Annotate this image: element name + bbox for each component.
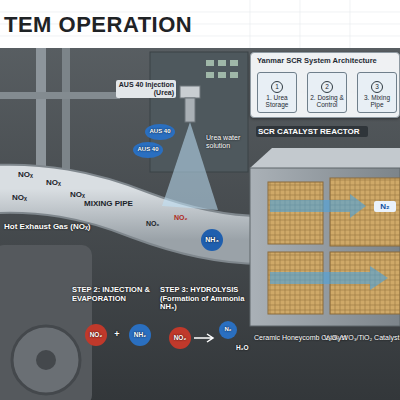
reaction-arrow — [194, 334, 213, 342]
part-label: NO₂ — [84, 331, 108, 338]
step-label: 2. Dosing & Control — [309, 94, 345, 109]
part-label: NOₓ — [146, 220, 170, 228]
part-label: NOₓ — [18, 170, 42, 179]
urea-droplet — [133, 142, 163, 158]
part-label: NH₂ — [128, 331, 152, 338]
no2-molecule — [85, 324, 107, 346]
step-label: 1. Urea Storage — [259, 94, 295, 109]
part-label: Urea water solution — [206, 134, 248, 150]
step-number: 2 — [321, 81, 333, 93]
wall-pipe — [0, 92, 120, 99]
injector-body — [185, 98, 195, 122]
part-label: Ceramic Honeycomb Catalyst — [254, 334, 320, 342]
process-box: 11. Urea Storage — [257, 72, 297, 113]
catalyst-block — [268, 182, 323, 244]
scr-reactor — [250, 168, 400, 326]
engine-hub — [36, 350, 56, 370]
reactor-top — [250, 148, 400, 168]
part-label: NOₓ — [46, 178, 70, 187]
page-title: TEM OPERATION — [4, 12, 192, 38]
part-label: V₂O₅/WO₃/TiO₂ Catalyst Layer — [324, 334, 396, 342]
part-label: AUS 40 — [133, 146, 163, 153]
step-label: 3. Mixing Pipe — [359, 94, 395, 109]
mixing-pipe — [0, 189, 262, 240]
process-box: 22. Dosing & Control — [307, 72, 347, 113]
nh2-molecule — [129, 324, 151, 346]
part-label: STEP 2: INJECTION & EVAPORATION — [72, 286, 156, 303]
panel-heading: Yanmar SCR System Architecture — [251, 53, 399, 66]
part-label: NOₓ — [70, 190, 94, 199]
wall-pipe — [62, 48, 70, 188]
step-number: 1 — [271, 81, 283, 93]
no2-molecule — [169, 327, 191, 349]
injector-head — [180, 86, 200, 98]
urea-droplet — [145, 124, 175, 140]
flow-arrow — [270, 266, 388, 290]
part-label: N₂ — [218, 326, 238, 333]
part-label: + — [112, 329, 122, 339]
pipe-shadow — [0, 189, 262, 240]
part-label: STEP 3: HYDROLYSIS (Formation of Ammonia… — [160, 286, 252, 312]
header-band — [0, 0, 400, 48]
architecture-panel: Yanmar SCR System Architecture 11. Urea S… — [250, 52, 400, 118]
cabinet-lights — [206, 60, 238, 78]
part-label: NO₂ — [174, 214, 196, 222]
part-label: Hot Exhaust Gas (NOₓ) — [4, 222, 122, 231]
engine-flywheel — [12, 326, 80, 394]
part-label: AUS 40 Injection (Urea) — [116, 80, 176, 98]
part-label: MIXING PIPE — [84, 199, 148, 208]
ammonia-molecule — [201, 229, 223, 251]
part-label: NH₃ — [200, 236, 224, 244]
part-label: NO₂ — [168, 334, 192, 341]
flow-arrow — [270, 194, 366, 218]
part-label: N₂ — [374, 201, 396, 212]
part-label: NOₓ — [12, 193, 36, 202]
engine-block — [0, 245, 92, 400]
part-label: SCR CATALYST REACTOR — [256, 126, 368, 137]
header-grid — [0, 0, 400, 48]
process-box: 33. Mixing Pipe — [357, 72, 397, 113]
step-number: 3 — [371, 81, 383, 93]
part-label: AUS 40 — [145, 128, 175, 135]
n2-molecule — [219, 321, 237, 339]
part-label: H₂O — [236, 344, 260, 351]
